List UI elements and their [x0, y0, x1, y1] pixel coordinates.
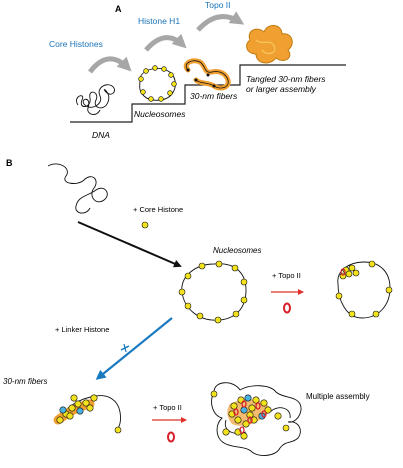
- label-multiple-assembly: Multiple assembly: [306, 392, 370, 401]
- gray-arrow-2: [144, 33, 187, 52]
- gray-arrow-3: [196, 11, 245, 32]
- label-30nm-fibers-b: 30-nm fibers: [3, 377, 47, 386]
- topo-ii-icon-bottom: [167, 431, 175, 443]
- label-30nm-fibers-a: 30-nm fibers: [190, 91, 238, 101]
- nucleosome-ring-b: [178, 260, 248, 324]
- gray-arrow-1: [88, 56, 132, 74]
- tangled-assembly-a: [246, 25, 293, 64]
- label-plus-topo-ii-top: + Topo II: [272, 271, 301, 280]
- multiple-assembly: [210, 382, 302, 456]
- label-tangled-line1: Tangled 30-nm fibers: [246, 74, 326, 84]
- nucleosome-ring-topo: [335, 260, 393, 319]
- arrow-linker-histone: [95, 317, 173, 380]
- label-nucleosomes-a: Nucleosomes: [134, 109, 186, 119]
- label-dna: DNA: [92, 130, 110, 140]
- label-nucleosomes-b: Nucleosomes: [213, 246, 261, 255]
- dna-strand-a: [76, 84, 115, 115]
- dna-strand-b: [47, 163, 108, 214]
- label-topo-ii-a: Topo II: [205, 0, 231, 10]
- label-tangled-line2: or larger assembly: [246, 84, 317, 94]
- label-plus-topo-ii-bottom: + Topo II: [153, 403, 182, 412]
- fibers-30nm-a: [183, 58, 231, 91]
- panel-b-letter: B: [6, 158, 13, 168]
- panel-a-letter: A: [115, 4, 122, 14]
- label-plus-core-histone: + Core Histone: [133, 205, 183, 214]
- label-core-histones: Core Histones: [49, 39, 103, 49]
- core-histone-dot: [141, 221, 149, 229]
- label-histone-h1: Histone H1: [138, 16, 180, 26]
- nucleosome-ring-a: [138, 65, 177, 102]
- arrow-core-histone: [77, 221, 182, 268]
- linker-histone-icon: [120, 343, 130, 353]
- staircase: [70, 64, 346, 123]
- topo-ii-icon-top: [283, 302, 291, 314]
- label-plus-linker-histone: + Linker Histone: [55, 325, 109, 334]
- fiber-30nm-b: [53, 394, 122, 434]
